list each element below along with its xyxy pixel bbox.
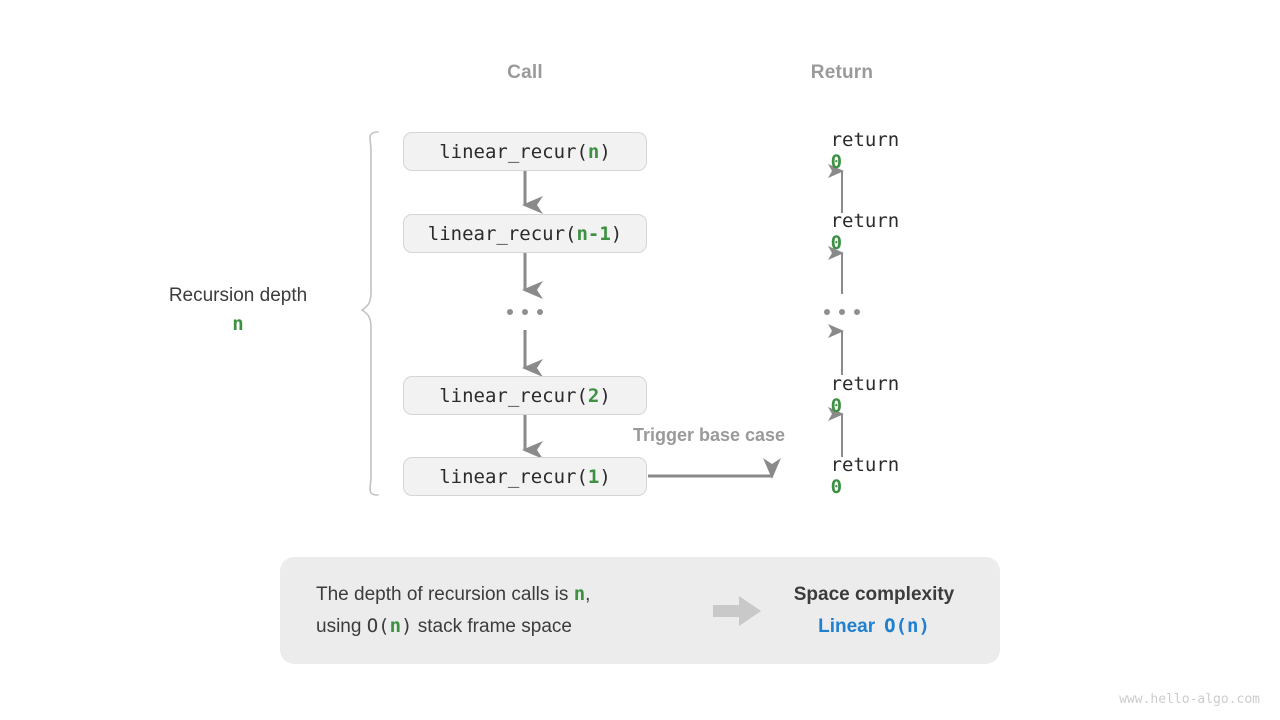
summary-line2-bigo-open: O( [366, 614, 390, 637]
return-statement: return 0 [785, 351, 900, 439]
return-statement: return 0 [785, 432, 900, 520]
return-value: 0 [830, 232, 843, 254]
call-ellipsis [507, 309, 543, 315]
complexity-expression: O(n) [884, 614, 930, 637]
ellipsis-dot [839, 309, 845, 315]
call-frame-arg: 2 [587, 384, 600, 407]
call-frame-arg: n [587, 140, 600, 163]
summary-complexity: Space complexity Linear O(n) [774, 584, 1000, 638]
call-frame-arg: 1 [587, 465, 600, 488]
summary-line1-text-b: , [585, 583, 591, 605]
complexity-title: Space complexity [793, 583, 955, 605]
call-frame-box: linear_recur(n) [403, 132, 647, 171]
column-header-call: Call [507, 62, 543, 83]
recursion-depth-text: Recursion depth [168, 285, 308, 306]
watermark: www.hello-algo.com [1119, 692, 1260, 707]
ellipsis-dot [824, 309, 830, 315]
call-frame-suffix: ) [599, 140, 611, 163]
return-value: 0 [830, 395, 843, 417]
summary-line2-bigo-close: ) [401, 614, 413, 637]
summary-line1-text-a: The depth of recursion calls is [316, 583, 574, 605]
return-keyword: return [830, 373, 900, 395]
call-frame-box: linear_recur(1) [403, 457, 647, 496]
return-keyword: return [830, 210, 900, 232]
call-frame-prefix: linear_recur( [439, 140, 588, 163]
complexity-value: Linear O(n) [774, 615, 974, 638]
call-frame-box: linear_recur(n-1) [403, 214, 647, 253]
summary-line2-text-b: stack frame space [412, 615, 572, 637]
recursion-depth-variable: n [232, 313, 244, 335]
return-value: 0 [830, 151, 843, 173]
return-statement: return 0 [785, 188, 900, 276]
return-statement: return 0 [785, 107, 900, 195]
summary-description: The depth of recursion calls is n, using… [280, 579, 700, 643]
return-value: 0 [830, 476, 843, 498]
return-keyword: return [830, 129, 900, 151]
trigger-base-case-note: Trigger base case [632, 425, 786, 445]
ellipsis-dot [537, 309, 543, 315]
recursion-depth-label: Recursion depth n [169, 285, 307, 335]
column-header-return: Return [810, 62, 874, 83]
ellipsis-dot [507, 309, 513, 315]
summary-arrow-wrap [700, 594, 774, 628]
call-frame-prefix: linear_recur( [439, 465, 588, 488]
right-block-arrow-icon [713, 595, 761, 626]
call-frame-suffix: ) [610, 222, 623, 245]
summary-line-2: using O(n) stack frame space [316, 611, 700, 643]
recursion-depth-brace [360, 131, 379, 496]
return-keyword: return [830, 454, 900, 476]
call-frame-suffix: ) [599, 384, 611, 407]
ellipsis-dot [522, 309, 528, 315]
summary-line1-variable: n [573, 582, 586, 605]
summary-panel: The depth of recursion calls is n, using… [280, 557, 1000, 664]
call-frame-prefix: linear_recur( [439, 384, 588, 407]
summary-line2-variable: n [389, 614, 402, 637]
return-ellipsis [824, 309, 860, 315]
complexity-word: Linear [818, 615, 876, 637]
ellipsis-dot [854, 309, 860, 315]
call-frame-suffix: ) [599, 465, 611, 488]
summary-line2-text-a: using [316, 615, 367, 637]
summary-line-1: The depth of recursion calls is n, [316, 579, 700, 611]
call-frame-box: linear_recur(2) [403, 376, 647, 415]
call-frame-arg: n-1 [576, 222, 611, 245]
call-frame-prefix: linear_recur( [427, 222, 577, 245]
